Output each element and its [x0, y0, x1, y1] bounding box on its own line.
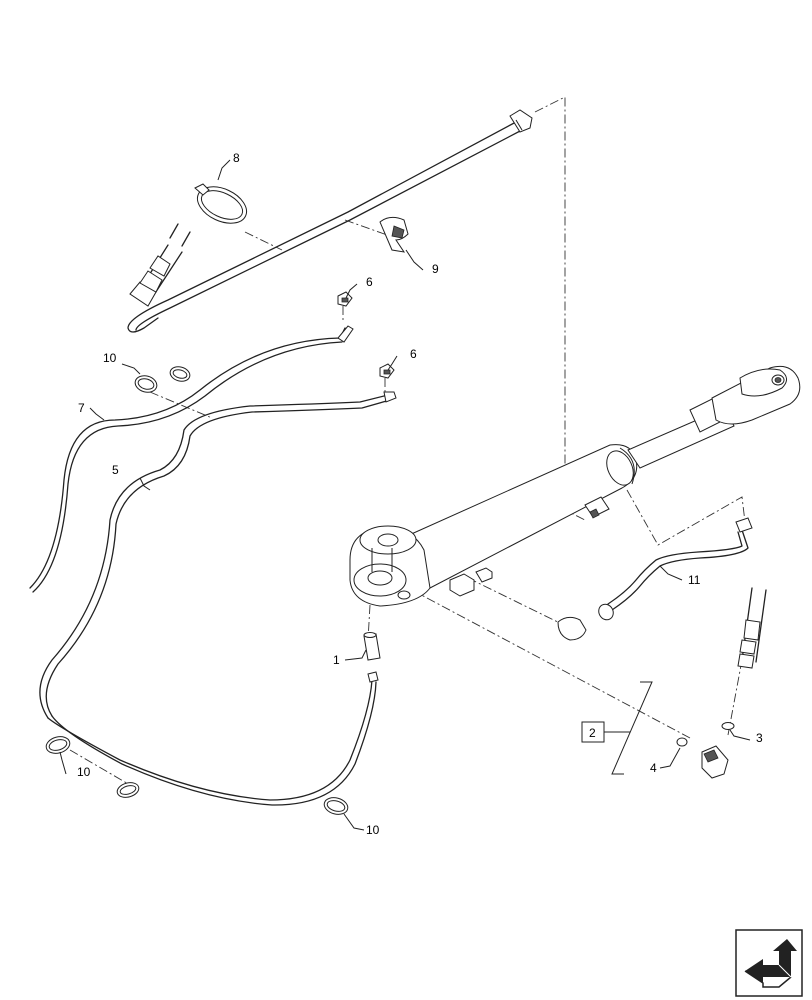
clamp-10-upper — [134, 366, 191, 393]
upper-steel-tube — [127, 109, 533, 333]
callout-6-upper: 6 — [366, 275, 373, 289]
callout-5: 5 — [112, 463, 119, 477]
callout-4: 4 — [650, 761, 657, 775]
adapter-1 — [363, 632, 381, 683]
callout-labels: 1 2 3 4 5 6 6 7 8 9 10 10 10 11 — [77, 151, 763, 837]
tube-11 — [557, 517, 753, 641]
clamp-10-left — [45, 736, 140, 798]
clip-9 — [379, 216, 409, 253]
fitting-6-lower — [379, 363, 395, 379]
callout-10-upper: 10 — [103, 351, 117, 365]
callout-9: 9 — [432, 262, 439, 276]
clamp-8 — [194, 183, 248, 224]
next-page-arrow-icon[interactable] — [735, 929, 803, 997]
hydraulic-cylinder — [349, 365, 801, 607]
hose-7 — [29, 325, 354, 593]
hose-5 — [39, 391, 397, 806]
o-ring-3 — [721, 722, 735, 730]
callout-leaders — [59, 159, 751, 831]
fitting-6-upper — [337, 291, 353, 307]
kit-bracket — [604, 681, 653, 775]
callout-2-box — [581, 721, 605, 743]
callout-2: 2 — [589, 726, 596, 740]
elbow-fitting — [701, 745, 729, 779]
callout-3: 3 — [756, 731, 763, 745]
seal-4 — [676, 737, 688, 747]
callout-7: 7 — [78, 401, 85, 415]
clamp-10-lower — [323, 797, 349, 815]
callout-10-left: 10 — [77, 765, 91, 779]
callout-8: 8 — [233, 151, 240, 165]
callout-1: 1 — [333, 653, 340, 667]
callout-10-lower: 10 — [366, 823, 380, 837]
callout-6-lower: 6 — [410, 347, 417, 361]
right-hose-end — [737, 587, 767, 669]
callout-11: 11 — [688, 573, 701, 587]
